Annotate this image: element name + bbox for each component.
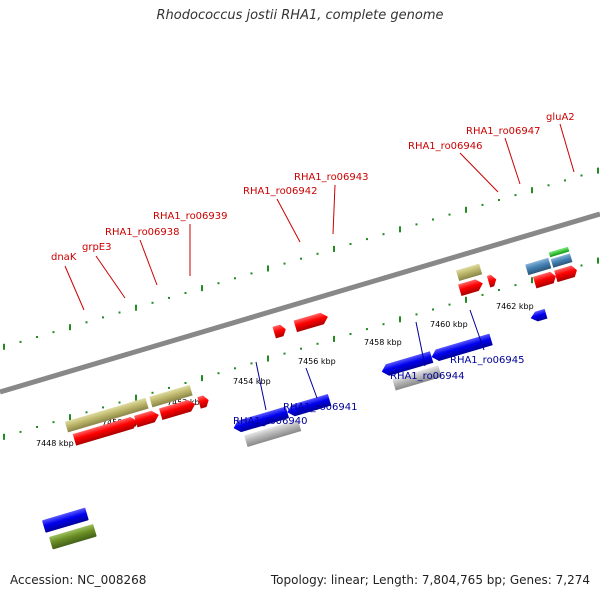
gene-feature-khaki[interactable] xyxy=(64,397,149,433)
gene-arrow-red[interactable] xyxy=(159,398,197,421)
gene-label[interactable]: dnaK xyxy=(51,252,77,263)
gene-label[interactable]: RHA1_ro06941 xyxy=(283,402,358,413)
gene-label[interactable]: gluA2 xyxy=(546,112,575,123)
gene-feature-steel[interactable] xyxy=(525,257,552,276)
leader-line xyxy=(469,309,485,351)
gene-label[interactable]: RHA1_ro06944 xyxy=(390,371,465,382)
gene-label[interactable]: RHA1_ro06939 xyxy=(153,211,228,222)
gene-arrow-blue[interactable] xyxy=(529,308,548,323)
gene-arrow-red[interactable] xyxy=(72,415,140,446)
leader-line xyxy=(415,321,426,367)
gene-label[interactable]: RHA1_ro06947 xyxy=(466,126,541,137)
gene-feature-khaki[interactable] xyxy=(456,263,483,282)
ruler-label: 7456 kbp xyxy=(298,357,336,366)
leader-line xyxy=(459,152,499,193)
gene-feature-gray[interactable] xyxy=(392,365,442,391)
gene-label[interactable]: RHA1_ro06942 xyxy=(243,186,318,197)
forward-leaders xyxy=(64,123,575,311)
gene-arrow-red[interactable] xyxy=(458,278,484,296)
leader-line xyxy=(332,184,336,235)
gene-arrow-blue[interactable] xyxy=(430,333,493,363)
leader-line xyxy=(504,137,521,185)
gene-feature-green[interactable] xyxy=(548,246,570,258)
gene-label[interactable]: grpE3 xyxy=(82,242,112,253)
gene-label[interactable]: RHA1_ro06946 xyxy=(408,141,483,152)
gene-label[interactable]: RHA1_ro06940 xyxy=(233,416,308,427)
gene-arrow-red[interactable] xyxy=(272,324,288,339)
ruler-label: 7462 kbp xyxy=(496,302,534,311)
ruler-label: 7460 kbp xyxy=(430,320,468,329)
gene-arrow-red[interactable] xyxy=(134,409,160,428)
leader-line xyxy=(255,361,267,411)
upper-ruler xyxy=(3,167,599,350)
gene-label[interactable]: RHA1_ro06938 xyxy=(105,227,180,238)
ruler-label: 7458 kbp xyxy=(364,338,402,347)
ruler-label: 7454 kbp xyxy=(233,377,271,386)
gene-arrow-red[interactable] xyxy=(486,274,498,288)
gene-feature-steel[interactable] xyxy=(550,253,573,268)
gene-arrow-red[interactable] xyxy=(554,264,579,283)
topology-summary: Topology: linear; Length: 7,804,765 bp; … xyxy=(270,573,590,587)
gene-feature-olive[interactable] xyxy=(49,524,97,550)
gene-feature-khaki[interactable] xyxy=(149,384,193,408)
gene-arrow-red[interactable] xyxy=(293,311,330,333)
gene-arrow-blue[interactable] xyxy=(232,406,290,433)
gene-feature-gray[interactable] xyxy=(244,419,302,447)
gene-feature-blue[interactable] xyxy=(42,507,89,533)
leader-line xyxy=(64,265,85,311)
gene-arrow-red[interactable] xyxy=(197,394,210,409)
leader-line xyxy=(139,239,158,286)
gene-label[interactable]: RHA1_ro06943 xyxy=(294,172,369,183)
gene-arrow-blue[interactable] xyxy=(380,351,434,377)
gene-arrow-blue[interactable] xyxy=(286,393,332,418)
leader-line xyxy=(95,255,126,299)
genome-backbone xyxy=(0,211,600,395)
gene-label[interactable]: RHA1_ro06945 xyxy=(450,355,525,366)
leader-line xyxy=(276,198,301,243)
leader-line xyxy=(559,123,575,173)
map-title: Rhodococcus jostii RHA1, complete genome xyxy=(156,8,444,23)
leader-line xyxy=(305,367,318,399)
accession-text: Accession: NC_008268 xyxy=(10,573,147,587)
ruler-label: 7448 kbp xyxy=(36,439,74,448)
reverse-leaders xyxy=(255,309,485,411)
gene-arrow-red[interactable] xyxy=(533,271,558,289)
